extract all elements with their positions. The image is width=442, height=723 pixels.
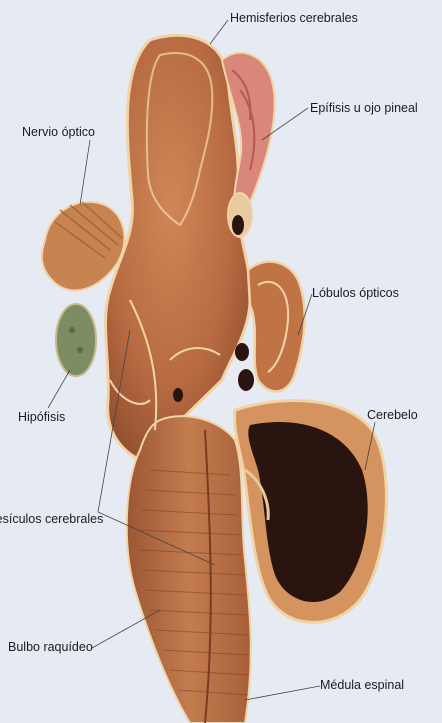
leader-hemisferios	[210, 20, 228, 44]
label-epifisis: Epífisis u ojo pineal	[310, 101, 418, 115]
label-cerebelo: Cerebelo	[367, 408, 418, 422]
leader-medula	[245, 686, 320, 700]
label-hemisferios-cerebrales: Hemisferios cerebrales	[230, 11, 358, 25]
leader-hipofisis	[48, 370, 70, 408]
medulla	[127, 416, 251, 723]
label-lobulos-opticos: Lóbulos ópticos	[312, 286, 399, 300]
label-nervio-optico: Nervio óptico	[22, 125, 95, 139]
label-medula-espinal: Médula espinal	[320, 678, 404, 692]
leader-nervio	[80, 140, 90, 205]
label-hipofisis: Hipófisis	[18, 410, 65, 424]
label-bulbo-raquideo: Bulbo raquídeo	[8, 640, 93, 654]
hypophysis	[56, 304, 96, 376]
optic-lobes	[248, 262, 305, 392]
label-vesiculas-cerebrales: Vesículos cerebrales	[0, 512, 103, 526]
